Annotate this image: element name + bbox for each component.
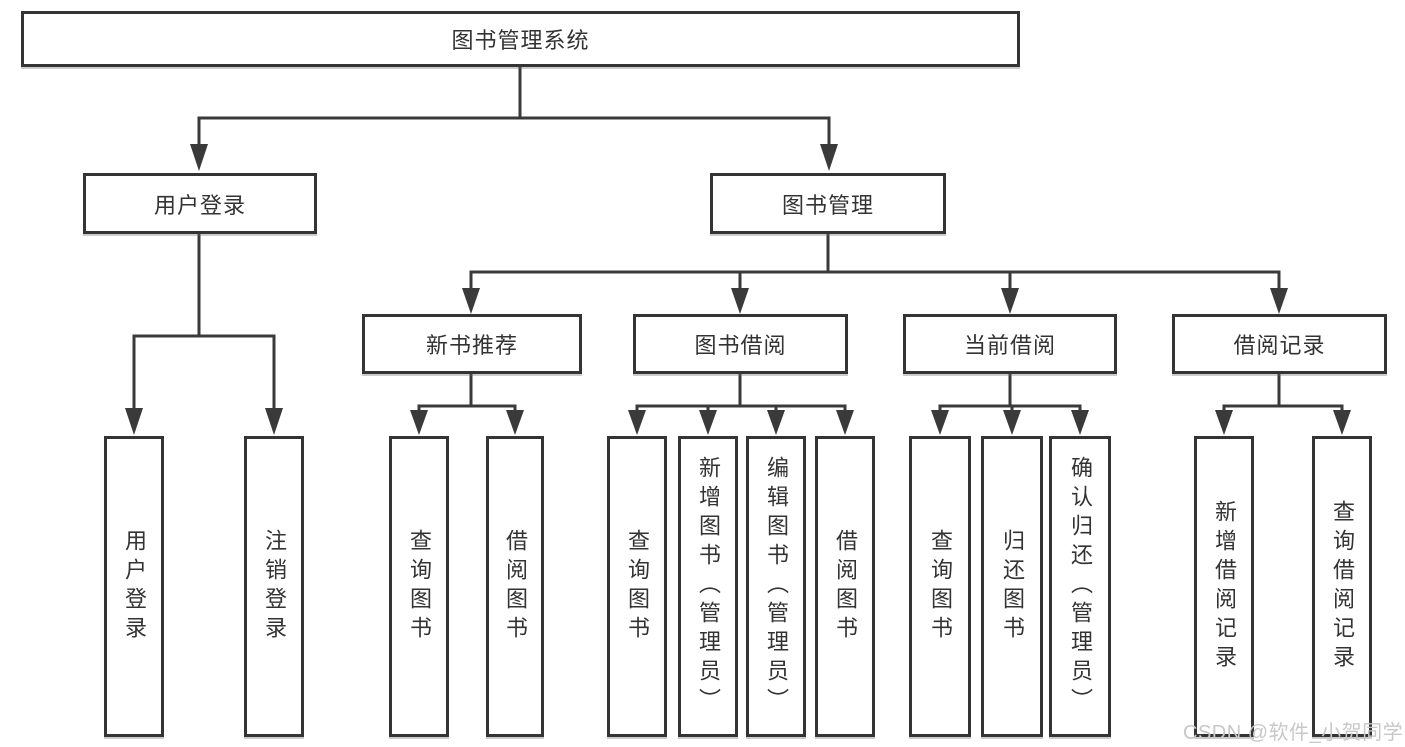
arrowhead	[1071, 410, 1089, 435]
leaf-add-books-admin: 新增图书（管理员）	[678, 436, 738, 737]
leaf-add-books-admin-label: 新增图书（管理员）	[696, 456, 721, 717]
arrowhead	[190, 144, 208, 171]
arrowhead	[820, 144, 838, 171]
node-user-login-label: 用户登录	[153, 192, 246, 218]
leaf-return-books-label: 归还图书	[1000, 528, 1025, 645]
leaf-confirm-return-admin-label: 确认归还（管理员）	[1068, 456, 1093, 717]
arrowhead	[767, 410, 785, 435]
arrowhead	[699, 410, 717, 435]
connector-line	[1222, 404, 1344, 412]
arrowhead	[1003, 410, 1021, 435]
node-borrow-records: 借阅记录	[1172, 314, 1387, 374]
leaf-logout-label: 注销登录	[262, 528, 287, 645]
leaf-edit-books-admin-label: 编辑图书（管理员）	[764, 456, 789, 717]
connector-line	[197, 116, 831, 146]
leaf-query-books-1-label: 查询图书	[407, 528, 432, 645]
leaf-query-borrow-record: 查询借阅记录	[1312, 436, 1372, 737]
leaf-query-books-3-label: 查询图书	[928, 528, 953, 645]
connector-line	[635, 404, 847, 412]
arrowhead	[931, 410, 949, 435]
arrowhead	[628, 410, 646, 435]
arrowhead	[125, 408, 143, 435]
connector-line	[417, 404, 517, 412]
arrowhead	[731, 288, 749, 314]
node-root-label: 图书管理系统	[451, 28, 590, 53]
leaf-confirm-return-admin: 确认归还（管理员）	[1049, 436, 1111, 737]
arrowhead	[1333, 410, 1351, 435]
arrowhead	[836, 410, 854, 435]
node-book-borrow-label: 图书借阅	[694, 333, 787, 358]
leaf-query-borrow-record-label: 查询借阅记录	[1330, 499, 1355, 674]
leaf-query-books-1: 查询图书	[389, 436, 449, 737]
leaf-add-borrow-record: 新增借阅记录	[1194, 436, 1254, 737]
connector-lines	[132, 67, 1344, 412]
leaf-add-borrow-record-label: 新增借阅记录	[1212, 499, 1237, 674]
node-book-management: 图书管理	[710, 173, 946, 234]
arrowhead	[265, 408, 283, 435]
arrowhead	[410, 410, 428, 435]
connector-line	[469, 270, 1281, 290]
csdn-watermark: CSDN @软件_小贺同学	[1183, 722, 1404, 744]
leaf-user-login-label: 用户登录	[122, 528, 147, 645]
leaf-borrow-books-1-label: 借阅图书	[503, 528, 528, 645]
leaf-edit-books-admin: 编辑图书（管理员）	[746, 436, 806, 737]
leaf-borrow-books-1: 借阅图书	[486, 436, 544, 737]
node-borrow-records-label: 借阅记录	[1233, 333, 1326, 358]
leaf-borrow-books-2: 借阅图书	[815, 436, 875, 737]
connector-line	[132, 334, 276, 410]
arrowhead	[1215, 410, 1233, 435]
node-current-borrow-label: 当前借阅	[963, 333, 1056, 358]
leaf-query-books-2: 查询图书	[607, 436, 667, 737]
leaf-borrow-books-2-label: 借阅图书	[833, 528, 858, 645]
node-current-borrow: 当前借阅	[903, 314, 1117, 374]
leaf-user-login: 用户登录	[104, 436, 164, 737]
node-book-borrow: 图书借阅	[633, 314, 848, 374]
node-book-management-label: 图书管理	[781, 192, 874, 218]
arrowheads	[125, 144, 1351, 435]
connector-line	[938, 404, 1082, 412]
leaf-query-books-2-label: 查询图书	[625, 528, 650, 645]
arrowhead	[462, 288, 480, 314]
arrowhead	[506, 410, 524, 435]
node-root: 图书管理系统	[21, 11, 1020, 67]
leaf-logout: 注销登录	[244, 436, 304, 737]
node-new-book-recommend: 新书推荐	[362, 314, 582, 374]
arrowhead	[1001, 288, 1019, 314]
node-new-book-recommend-label: 新书推荐	[425, 333, 518, 358]
node-user-login: 用户登录	[83, 173, 317, 234]
leaf-query-books-3: 查询图书	[909, 436, 971, 737]
arrowhead	[1270, 288, 1288, 314]
leaf-return-books: 归还图书	[981, 436, 1043, 737]
